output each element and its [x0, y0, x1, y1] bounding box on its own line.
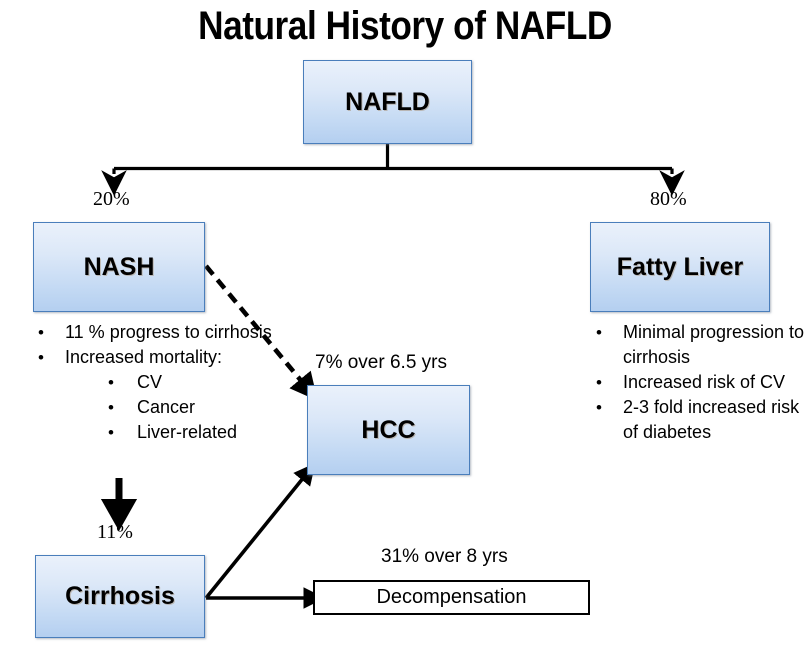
node-fatty-liver[interactable]: Fatty Liver: [590, 222, 770, 312]
list-item-label: 11 % progress to cirrhosis: [65, 322, 272, 342]
list-item-label: Minimal progression to cirrhosis: [623, 322, 805, 367]
list-item: • CV: [38, 370, 293, 395]
list-item-label: 2-3 fold increased risk of diabetes: [623, 397, 800, 442]
bullet-dot-icon: •: [596, 398, 602, 417]
bullet-list-nash: • 11 % progress to cirrhosis • Increased mo…: [38, 320, 293, 445]
node-nash-label: NASH: [83, 252, 155, 281]
edge-label-nash-to-cirrhosis: 11%: [97, 521, 133, 543]
bullet-list-fatty-liver: • Minimal progression to cirrhosis • Increa…: [596, 320, 810, 445]
list-item: • Minimal progression to cirrhosis: [596, 320, 810, 370]
node-nafld[interactable]: NAFLD: [303, 60, 472, 144]
list-item-label: Liver-related: [137, 422, 238, 442]
list-item-label: Increased mortality:: [65, 347, 223, 367]
bullet-dot-icon: •: [38, 323, 44, 342]
bullet-dot-icon: •: [108, 373, 114, 392]
edge-cirrhosis-to-hcc: [204, 463, 316, 600]
page-title: Natural History of NAFLD: [198, 4, 612, 48]
bullet-dot-icon: •: [596, 373, 602, 392]
node-hcc-label: HCC: [361, 415, 416, 444]
edge-label-nafld-to-nash: 20%: [93, 188, 130, 210]
edge-label-nafld-to-fatty-liver: 80%: [650, 188, 687, 210]
edge-label-cirrhosis-to-decompensation: 31% over 8 yrs: [381, 546, 508, 567]
node-nafld-label: NAFLD: [345, 87, 430, 116]
list-item: • 2-3 fold increased risk of diabetes: [596, 395, 810, 445]
node-cirrhosis[interactable]: Cirrhosis: [35, 555, 205, 638]
list-item: • 11 % progress to cirrhosis: [38, 320, 293, 345]
list-item-label: CV: [137, 372, 163, 392]
bullet-dot-icon: •: [38, 348, 44, 367]
list-item: • Cancer: [38, 395, 293, 420]
node-fatty-liver-label: Fatty Liver: [616, 252, 744, 281]
list-item: • Increased risk of CV: [596, 370, 810, 395]
list-item-label: Increased risk of CV: [623, 372, 786, 392]
bullet-dot-icon: •: [596, 323, 602, 342]
node-hcc[interactable]: HCC: [307, 385, 470, 475]
list-item: • Increased mortality:: [38, 345, 293, 370]
list-item-label: Cancer: [137, 397, 196, 417]
edge-label-nash-to-hcc: 7% over 6.5 yrs: [315, 352, 447, 373]
node-nash[interactable]: NASH: [33, 222, 205, 312]
bullet-dot-icon: •: [108, 398, 114, 417]
node-cirrhosis-label: Cirrhosis: [65, 582, 175, 610]
node-decompensation-label: Decompensation: [376, 586, 527, 608]
bullet-dot-icon: •: [108, 423, 114, 442]
list-item: • Liver-related: [38, 420, 293, 445]
node-decompensation[interactable]: Decompensation: [313, 580, 590, 615]
